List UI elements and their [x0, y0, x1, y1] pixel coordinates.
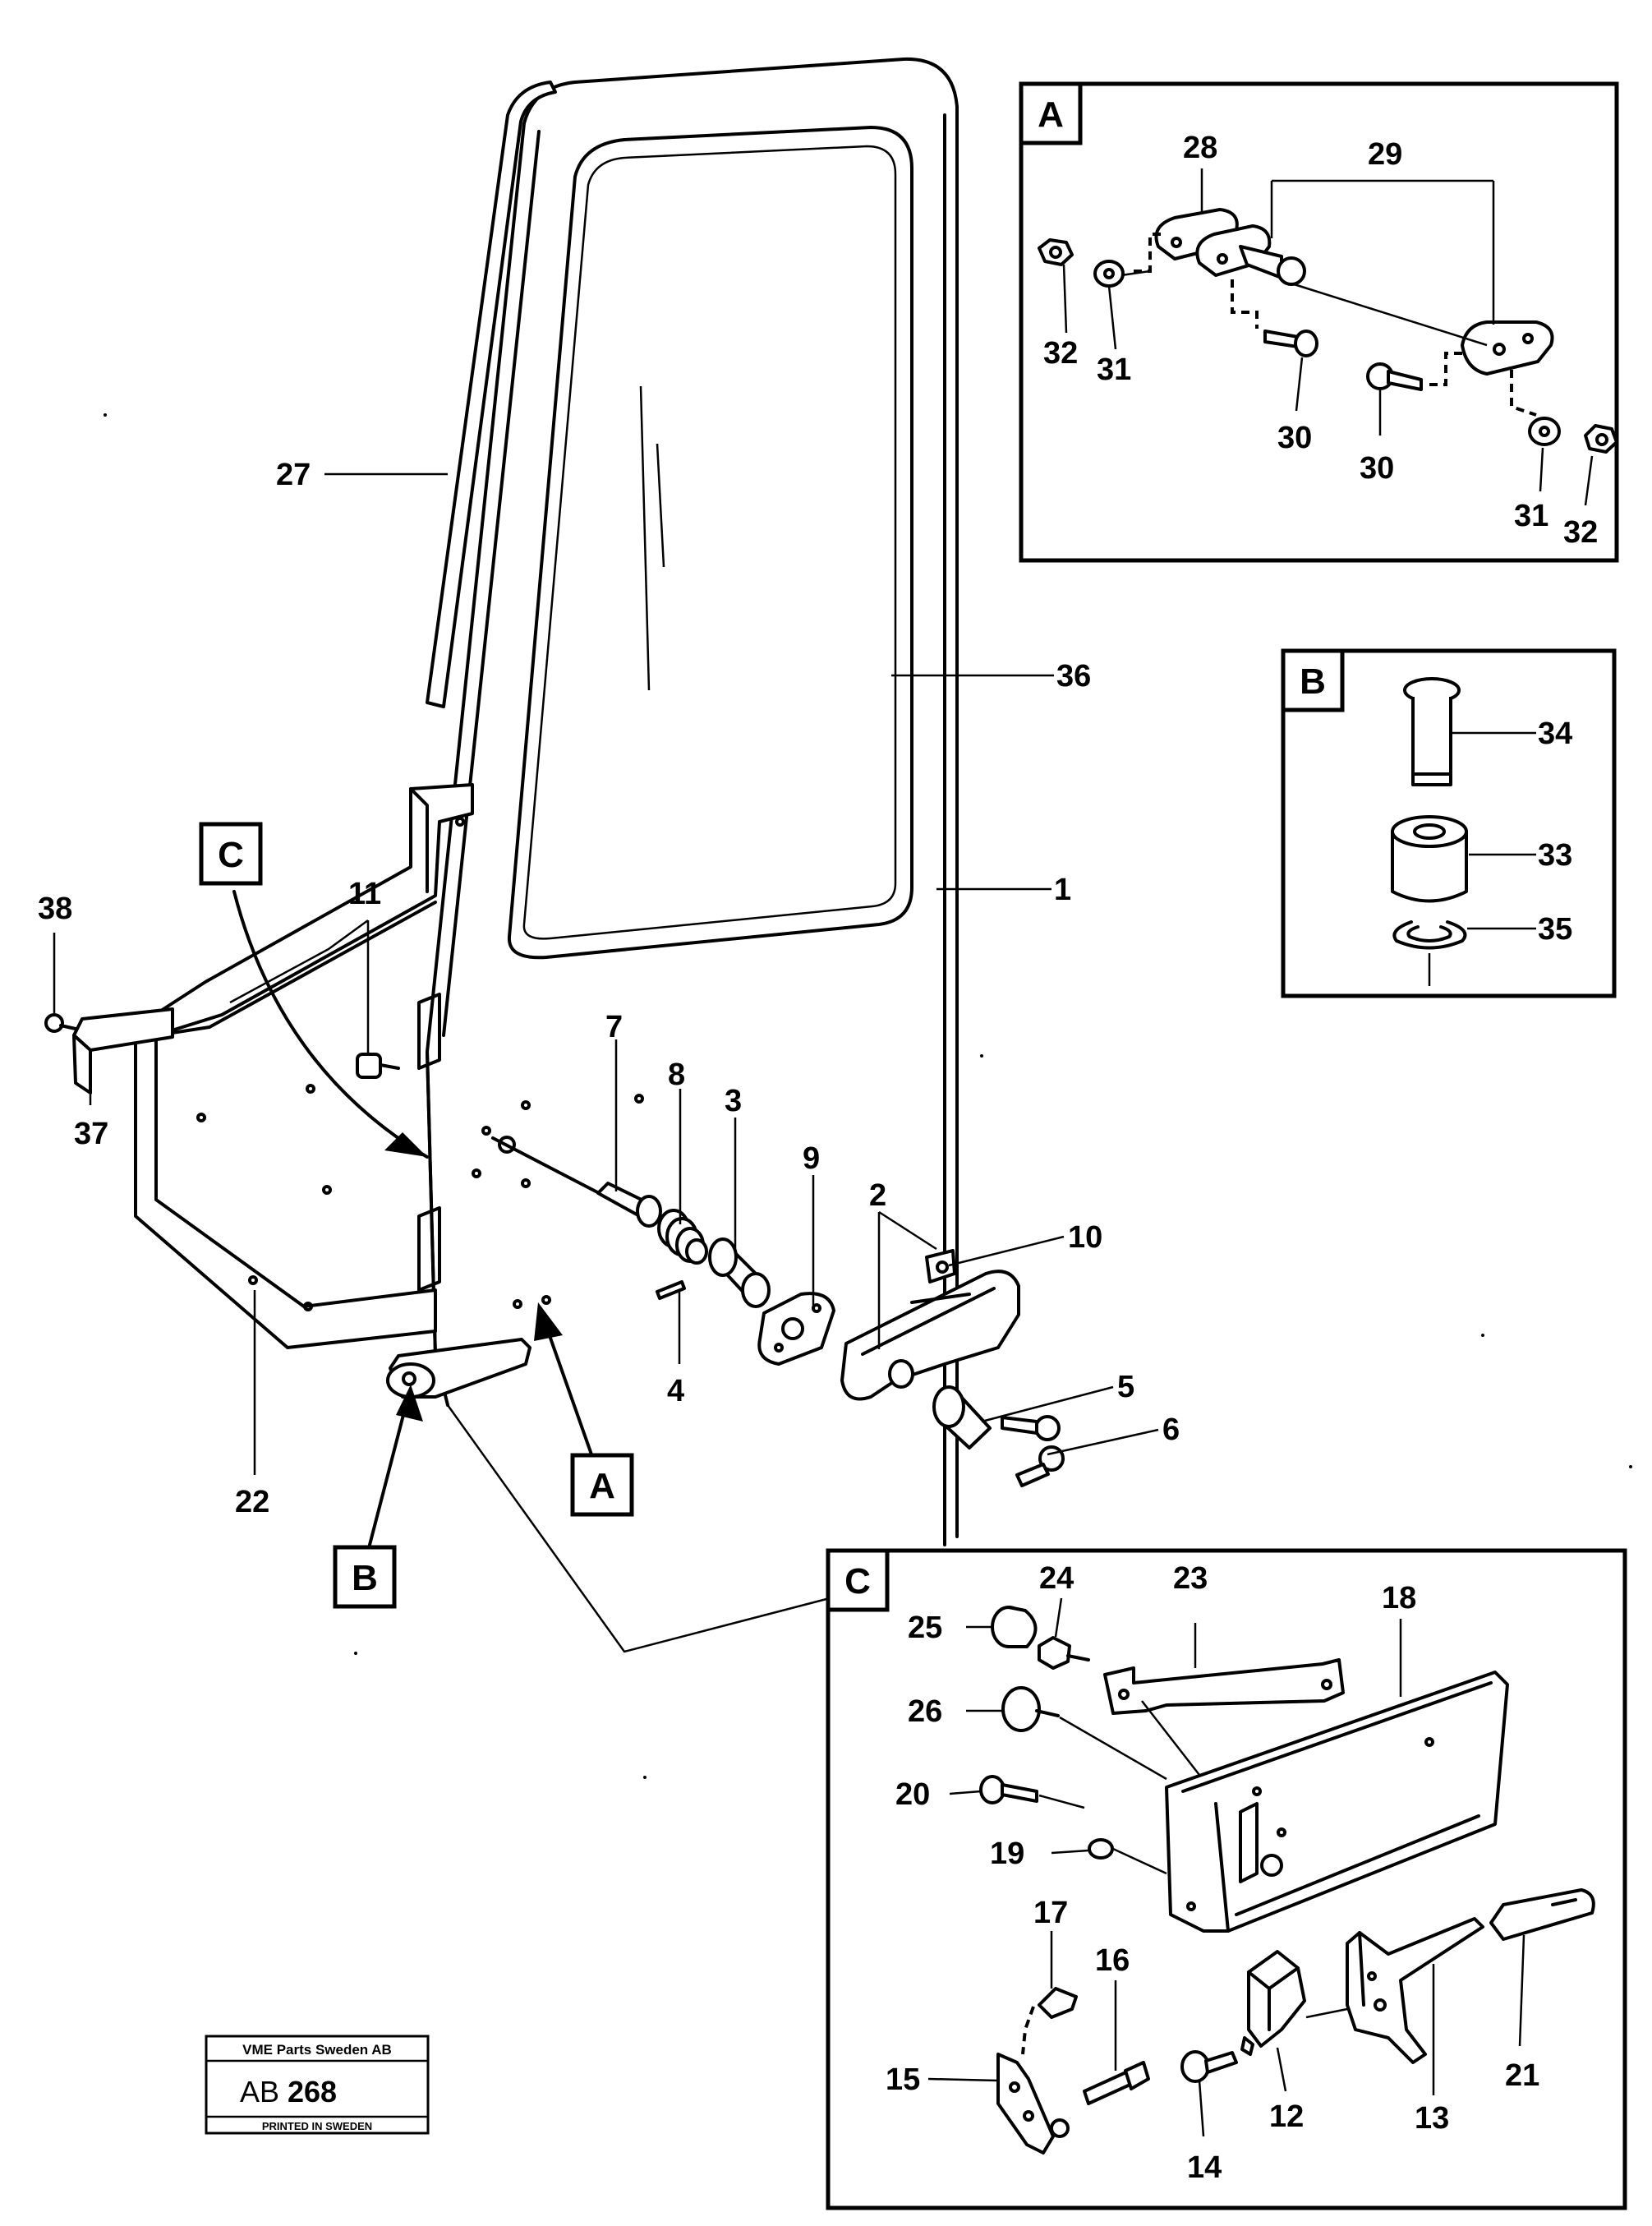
callout-8: 8 [668, 1058, 685, 1092]
callout-36: 36 [1056, 659, 1091, 694]
callout-7: 7 [605, 1010, 623, 1044]
label-box-c-main: C [199, 822, 263, 886]
door-assembly [386, 57, 959, 1546]
callout-32a: 32 [1043, 336, 1078, 371]
escutcheon-9 [757, 1292, 835, 1366]
callout-6: 6 [1162, 1413, 1180, 1447]
svg-text:C: C [218, 835, 244, 875]
lock-cylinder-5 [932, 1385, 992, 1449]
handle-2 [840, 1270, 1020, 1401]
callout-25: 25 [908, 1611, 942, 1645]
stamp-company: VME Parts Sweden AB [242, 2042, 392, 2058]
main-callouts: 27 36 1 11 38 37 22 7 8 3 9 2 10 4 5 6 [38, 458, 1180, 1519]
screw-38 [44, 1013, 77, 1033]
callout-38: 38 [38, 892, 72, 926]
clip-10 [925, 1249, 956, 1284]
callout-10: 10 [1068, 1220, 1102, 1255]
publisher-stamp: VME Parts Sweden AB AB 268 PRINTED IN SW… [205, 2035, 430, 2135]
callout-34: 34 [1538, 717, 1572, 751]
side-panel [134, 783, 474, 1349]
callout-23: 23 [1173, 1561, 1208, 1596]
callout-1: 1 [1054, 873, 1071, 907]
window-glass [507, 126, 913, 960]
callout-11: 11 [348, 877, 381, 911]
label-box-b-main: B [333, 1545, 397, 1609]
pin-4 [656, 1280, 686, 1300]
stamp-code-number: 268 [288, 2075, 337, 2108]
print-specks [104, 413, 1632, 1779]
callout-12: 12 [1269, 2099, 1304, 2134]
callout-21: 21 [1505, 2058, 1539, 2093]
callout-19: 19 [990, 1837, 1024, 1871]
rubber-pad [72, 1007, 174, 1095]
label-box-a-main: A [570, 1453, 634, 1517]
inset-b: B 34 33 35 [1281, 648, 1617, 998]
callout-22: 22 [235, 1485, 269, 1519]
callout-9: 9 [803, 1141, 820, 1176]
arrow-c [232, 890, 429, 1159]
callout-5: 5 [1117, 1370, 1134, 1404]
callout-4: 4 [667, 1374, 684, 1408]
bushing-3 [708, 1237, 771, 1308]
svg-text:B: B [1300, 661, 1326, 702]
callout-30b: 30 [1360, 451, 1394, 486]
callout-13: 13 [1415, 2101, 1449, 2136]
callout-3: 3 [725, 1084, 742, 1118]
callout-20: 20 [895, 1777, 930, 1812]
callout-26: 26 [908, 1694, 942, 1729]
keys-6 [1001, 1415, 1065, 1487]
screw-11 [356, 1053, 400, 1079]
callout-17: 17 [1033, 1896, 1068, 1930]
leader-lines [53, 472, 1159, 1653]
seal-strip [426, 81, 557, 708]
callout-2: 2 [869, 1178, 886, 1213]
callout-32b: 32 [1563, 515, 1598, 550]
svg-text:C: C [844, 1561, 871, 1602]
inset-c: C [826, 1548, 1627, 2210]
callout-15: 15 [886, 2062, 920, 2097]
callout-18: 18 [1382, 1581, 1416, 1615]
callout-37: 37 [74, 1117, 108, 1151]
callout-16: 16 [1095, 1943, 1130, 1978]
svg-text:A: A [1038, 94, 1064, 135]
arrow-a [534, 1302, 593, 1456]
callout-29: 29 [1368, 137, 1402, 172]
stamp-code-prefix: AB [240, 2075, 279, 2108]
callout-24: 24 [1039, 1561, 1074, 1596]
bolt-7 [491, 1136, 662, 1228]
callout-14: 14 [1187, 2150, 1222, 2185]
spring-8 [657, 1209, 708, 1265]
stamp-printed: PRINTED IN SWEDEN [262, 2120, 372, 2132]
callout-31b: 31 [1514, 499, 1548, 533]
callout-27: 27 [276, 458, 311, 492]
callout-33: 33 [1538, 838, 1572, 873]
arrow-b [368, 1385, 423, 1546]
callout-28: 28 [1183, 131, 1217, 165]
callout-31a: 31 [1097, 353, 1131, 387]
svg-text:A: A [589, 1466, 615, 1506]
inset-a: A [1019, 81, 1619, 563]
callout-30a: 30 [1277, 421, 1312, 455]
callout-35: 35 [1538, 912, 1572, 947]
svg-text:B: B [352, 1558, 378, 1598]
